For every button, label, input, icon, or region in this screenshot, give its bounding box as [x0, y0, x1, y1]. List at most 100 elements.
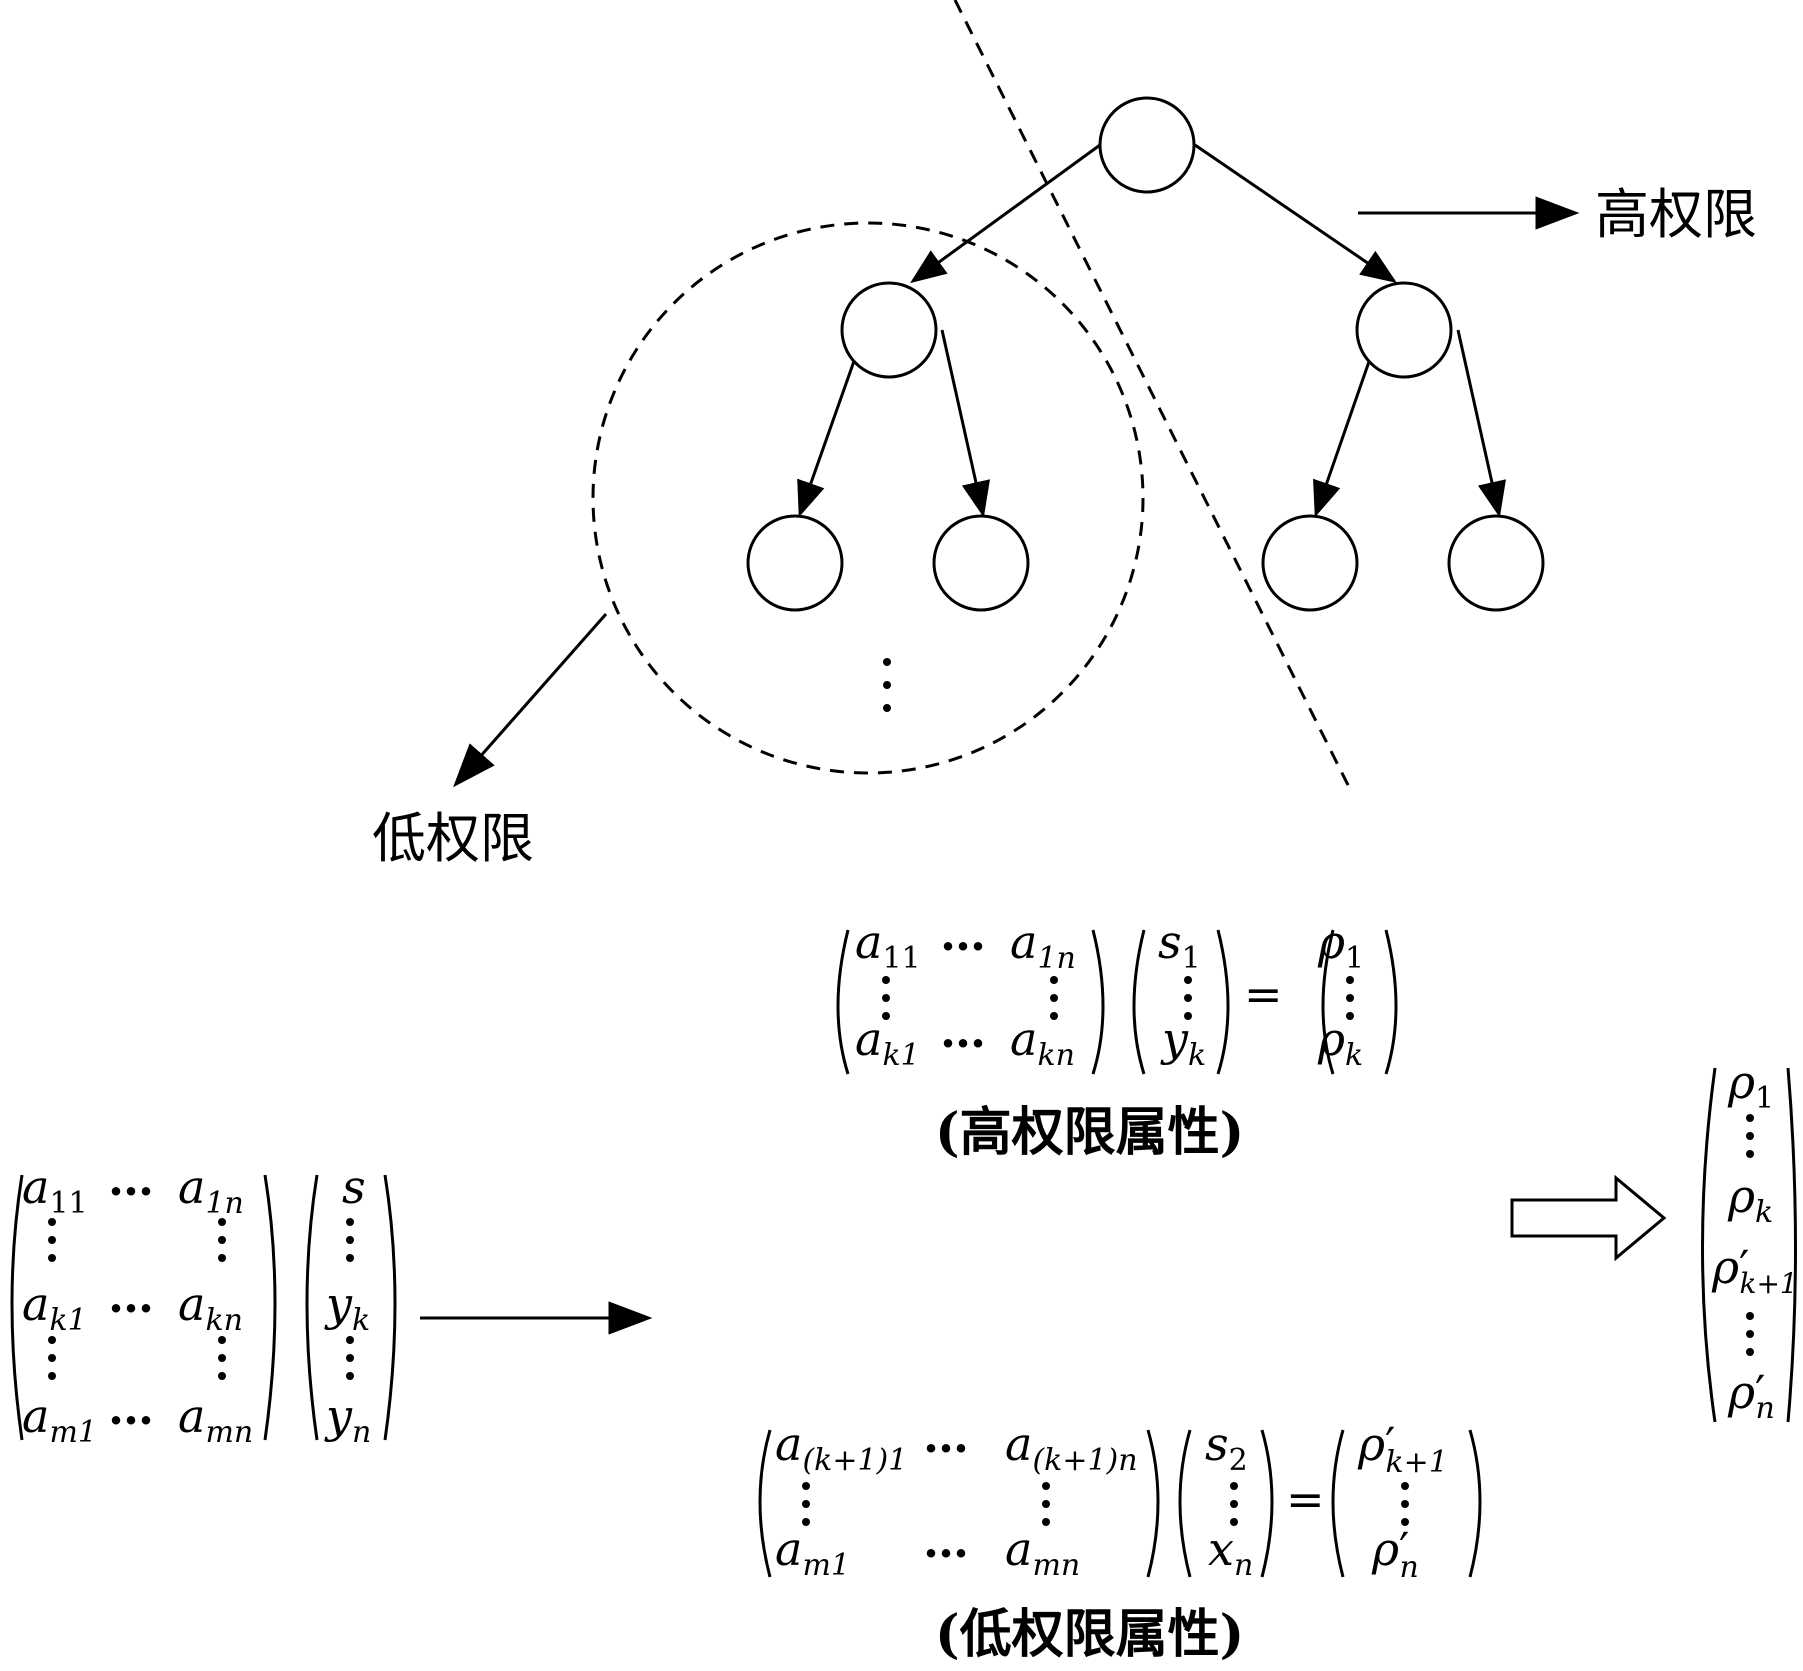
svg-text:akn: akn — [178, 1277, 243, 1338]
svg-text:yk: yk — [324, 1277, 370, 1338]
svg-text:yn: yn — [324, 1389, 371, 1450]
paren-A-right — [263, 1174, 277, 1441]
res-rho-n-prime: ′ — [1755, 1365, 1765, 1419]
paren-v-left — [305, 1174, 319, 1441]
svg-text:ρk: ρk — [1727, 1169, 1773, 1230]
bot-A-r1c2-base: a — [1005, 1417, 1032, 1471]
A-entry-k1-sub: k1 — [49, 1303, 86, 1338]
edge-left-leaf2 — [940, 329, 991, 518]
v-entry-yk-sub: k — [352, 1303, 370, 1338]
edge-root-right — [1194, 143, 1397, 284]
v-vdots — [346, 1218, 354, 1380]
A-entry-1n-sub: 1n — [205, 1186, 243, 1221]
res-rhok-base: ρ — [1727, 1169, 1755, 1223]
res-rho-n-sub: n — [1756, 1391, 1775, 1426]
bot-rho-k1-base: ρ — [1357, 1417, 1385, 1471]
svg-text:am1: am1 — [775, 1522, 850, 1583]
top-v-s1-base: s — [1158, 915, 1182, 969]
divider-line — [953, 0, 1354, 794]
svg-text:a1n: a1n — [178, 1160, 244, 1221]
top-A-1n-sub: 1n — [1037, 941, 1075, 976]
A-row1-hdots: … — [108, 1152, 154, 1206]
bot-A-m1-sub: m1 — [802, 1548, 850, 1583]
bot-A-row2-hdots: … — [923, 1514, 969, 1568]
svg-text:ak1: ak1 — [855, 1012, 920, 1073]
v-entry-yn-sub: n — [352, 1415, 371, 1450]
svg-text:ak1: ak1 — [22, 1277, 87, 1338]
svg-text:ρ′k+1: ρ′k+1 — [1711, 1240, 1798, 1300]
res-rho-k1-sub: k+1 — [1740, 1267, 1798, 1300]
paren-v-right — [383, 1174, 397, 1441]
svg-text:ρk: ρk — [1317, 1012, 1363, 1073]
svg-text:xn: xn — [1208, 1522, 1253, 1583]
A-entry-k1-base: a — [22, 1277, 49, 1331]
bot-rho-n-sub: n — [1400, 1550, 1419, 1585]
top-rho1-sub: 1 — [1345, 941, 1364, 976]
permission-tree — [453, 0, 1580, 794]
svg-text:akn: akn — [1010, 1012, 1075, 1073]
A-entry-1n-base: a — [178, 1160, 205, 1214]
combine-hollow-arrow — [1510, 1174, 1667, 1262]
low-permission-arrow — [453, 613, 608, 788]
res-rho-k1-prime: ′ — [1739, 1240, 1749, 1294]
bot-v-s2-sub: 2 — [1229, 1443, 1248, 1478]
top-v-yk-sub: k — [1188, 1038, 1206, 1073]
top-v-s1-sub: 1 — [1182, 941, 1201, 976]
high-permission-equation: a11 … a1n ak1 … akn s1 yk = ρ1 ρk — [836, 907, 1398, 1075]
full-matrix-equation: a11 … a1n ak1 … akn am1 … amn s yk — [10, 1152, 397, 1450]
bot-A-m1-base: a — [775, 1522, 802, 1576]
svg-text:yk: yk — [1160, 1012, 1206, 1073]
tree-node-leaf-3 — [1261, 514, 1359, 612]
tree-node-right — [1355, 281, 1453, 379]
res-rho1-base: ρ — [1727, 1055, 1755, 1109]
res-rhok-sub: k — [1755, 1195, 1773, 1230]
bot-v-s2-base: s — [1205, 1417, 1229, 1471]
tree-node-leaf-4 — [1447, 514, 1545, 612]
bot-v-xn-sub: n — [1234, 1548, 1253, 1583]
svg-text:ρ1: ρ1 — [1727, 1055, 1774, 1116]
low-attr-caption: (低权限属性) — [935, 1604, 1244, 1665]
bot-A-r1c2-sub: (k+1)n — [1032, 1443, 1137, 1478]
tree-node-leaf-2 — [932, 514, 1030, 612]
A-vdots — [48, 1218, 226, 1380]
bot-A-mn-sub: mn — [1032, 1548, 1080, 1583]
A-entry-mn-sub: mn — [205, 1415, 253, 1450]
top-v-yk-base: y — [1160, 1012, 1189, 1066]
tree-node-left — [840, 281, 938, 379]
top-A-1n-base: a — [1010, 915, 1037, 969]
high-attr-caption: (高权限属性) — [935, 1102, 1244, 1163]
A-entry-m1-base: a — [22, 1389, 49, 1443]
svg-text:a(k+1)1: a(k+1)1 — [775, 1417, 907, 1478]
edge-root-left — [910, 143, 1101, 284]
low-permission-label: 低权限 — [372, 807, 534, 870]
svg-text:ρ′n: ρ′n — [1727, 1365, 1775, 1426]
svg-text:a11: a11 — [855, 915, 921, 976]
A-row3-hdots: … — [108, 1381, 154, 1435]
tree-node-leaf-1 — [746, 514, 844, 612]
A-entry-kn-base: a — [178, 1277, 205, 1331]
A-row2-hdots: … — [108, 1269, 154, 1323]
v-entry-yn-base: y — [324, 1389, 353, 1443]
svg-text:a(k+1)n: a(k+1)n — [1005, 1417, 1138, 1478]
svg-text:ρ′n: ρ′n — [1371, 1522, 1419, 1585]
top-rhok-sub: k — [1345, 1038, 1363, 1073]
bot-rho-k1-sub: k+1 — [1386, 1445, 1448, 1480]
bot-rho-k1-prime: ′ — [1385, 1417, 1395, 1471]
top-A-k1-sub: k1 — [882, 1038, 919, 1073]
top-A-11-base: a — [855, 915, 882, 969]
res-rho1-sub: 1 — [1755, 1081, 1774, 1116]
A-entry-11-base: a — [22, 1160, 49, 1214]
top-A-row1-hdots: … — [940, 907, 986, 961]
bot-A-r1c1-sub: (k+1)1 — [802, 1443, 907, 1478]
top-rhok-base: ρ — [1317, 1012, 1345, 1066]
top-A-row2-hdots: … — [940, 1004, 986, 1058]
high-permission-label: 高权限 — [1595, 183, 1757, 246]
bot-A-mn-base: a — [1005, 1522, 1032, 1576]
v-entry-s: s — [342, 1160, 366, 1214]
bot-rho-n-prime: ′ — [1399, 1522, 1409, 1576]
A-entry-11-sub: 11 — [49, 1186, 87, 1221]
low-permission-equation: a(k+1)1 … a(k+1)n am1 … amn s2 xn = ρ′k+… — [758, 1409, 1482, 1585]
svg-text:a1n: a1n — [1010, 915, 1076, 976]
bot-A-r1c1-base: a — [775, 1417, 802, 1471]
